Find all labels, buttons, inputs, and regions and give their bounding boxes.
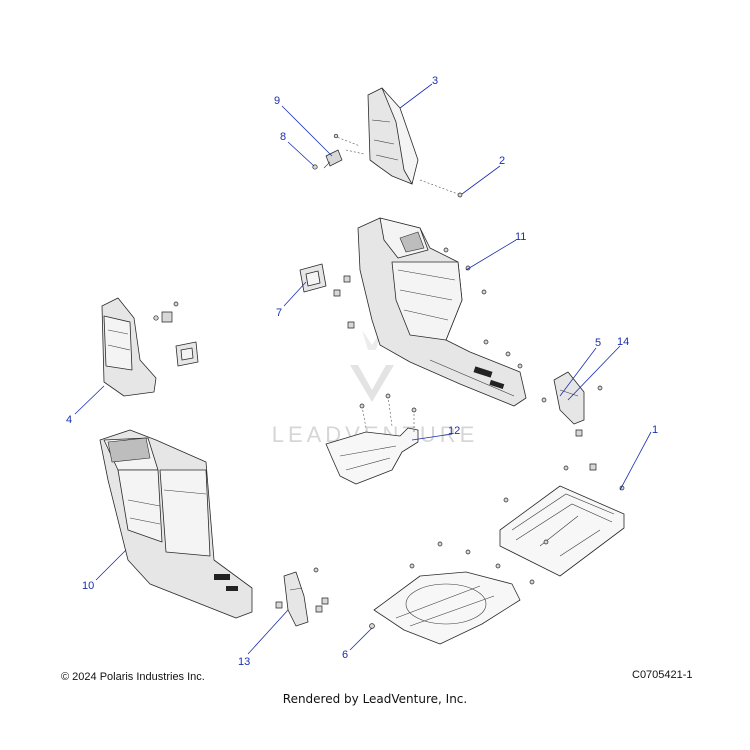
callout-11[interactable]: 11 [515, 231, 526, 243]
rendered-by-text: Rendered by LeadVenture, Inc. [282, 692, 468, 706]
part-6-floor-plate[interactable] [373, 571, 521, 645]
part-9-clip[interactable] [323, 149, 343, 169]
fastener [385, 393, 391, 399]
fastener [347, 321, 355, 329]
part-3-upper-panel[interactable] [367, 87, 419, 185]
fastener [409, 563, 415, 569]
part-7-grommet[interactable] [299, 263, 327, 293]
callout-4[interactable]: 4 [66, 414, 72, 426]
callout-2[interactable]: 2 [499, 155, 505, 167]
part-4-grommet[interactable] [175, 341, 199, 367]
fastener [495, 563, 501, 569]
fastener [321, 597, 329, 605]
fastener [161, 311, 173, 323]
fastener [313, 567, 319, 573]
part-12-skid-plate[interactable] [325, 427, 419, 485]
part-2-fastener[interactable] [457, 192, 463, 198]
fastener [505, 351, 511, 357]
fastener [411, 407, 417, 413]
callout-13[interactable]: 13 [238, 656, 250, 668]
part-4-left-upper-panel[interactable] [101, 297, 157, 397]
part-6-fastener[interactable] [369, 623, 375, 629]
fastener [275, 601, 283, 609]
fastener [575, 429, 583, 437]
fastener [443, 247, 449, 253]
fastener [465, 549, 471, 555]
fastener [437, 541, 443, 547]
fastener [529, 579, 535, 585]
callout-7[interactable]: 7 [276, 307, 282, 319]
fastener [153, 315, 159, 321]
fastener [359, 403, 365, 409]
callout-numbers: 1 2 3 4 5 6 7 8 9 10 11 12 13 14 [66, 75, 658, 668]
callout-10[interactable]: 10 [82, 580, 94, 592]
fastener [173, 301, 179, 307]
callout-14[interactable]: 14 [617, 336, 629, 348]
callout-12[interactable]: 12 [448, 425, 460, 437]
diagram-part-number: C0705421-1 [632, 669, 693, 681]
part-1-floor-plate[interactable] [499, 485, 625, 577]
fastener [543, 539, 549, 545]
callout-1[interactable]: 1 [652, 424, 658, 436]
fastener [589, 463, 597, 471]
fastener [563, 465, 569, 471]
watermark-logo-icon [350, 365, 394, 402]
leader-lines [74, 83, 652, 655]
watermark-flame-icon [362, 330, 382, 350]
fastener [481, 289, 487, 295]
callout-3[interactable]: 3 [432, 75, 438, 87]
fastener [503, 497, 509, 503]
fastener [333, 133, 339, 139]
fastener [333, 289, 341, 297]
fastener [483, 339, 489, 345]
fastener [517, 363, 523, 369]
fastener [315, 605, 323, 613]
callout-5[interactable]: 5 [595, 337, 601, 349]
fastener [343, 275, 351, 283]
copyright-text: © 2024 Polaris Industries Inc. [61, 671, 205, 683]
fastener [597, 385, 603, 391]
part-11-center-panel[interactable] [357, 217, 527, 407]
part-13-bracket[interactable] [283, 571, 309, 627]
part-5-side-trim[interactable] [553, 371, 585, 425]
callout-9[interactable]: 9 [274, 95, 280, 107]
part-10-left-panel[interactable] [99, 429, 253, 619]
callout-6[interactable]: 6 [342, 649, 348, 661]
callout-8[interactable]: 8 [280, 131, 286, 143]
part-14-fastener[interactable] [541, 397, 547, 403]
